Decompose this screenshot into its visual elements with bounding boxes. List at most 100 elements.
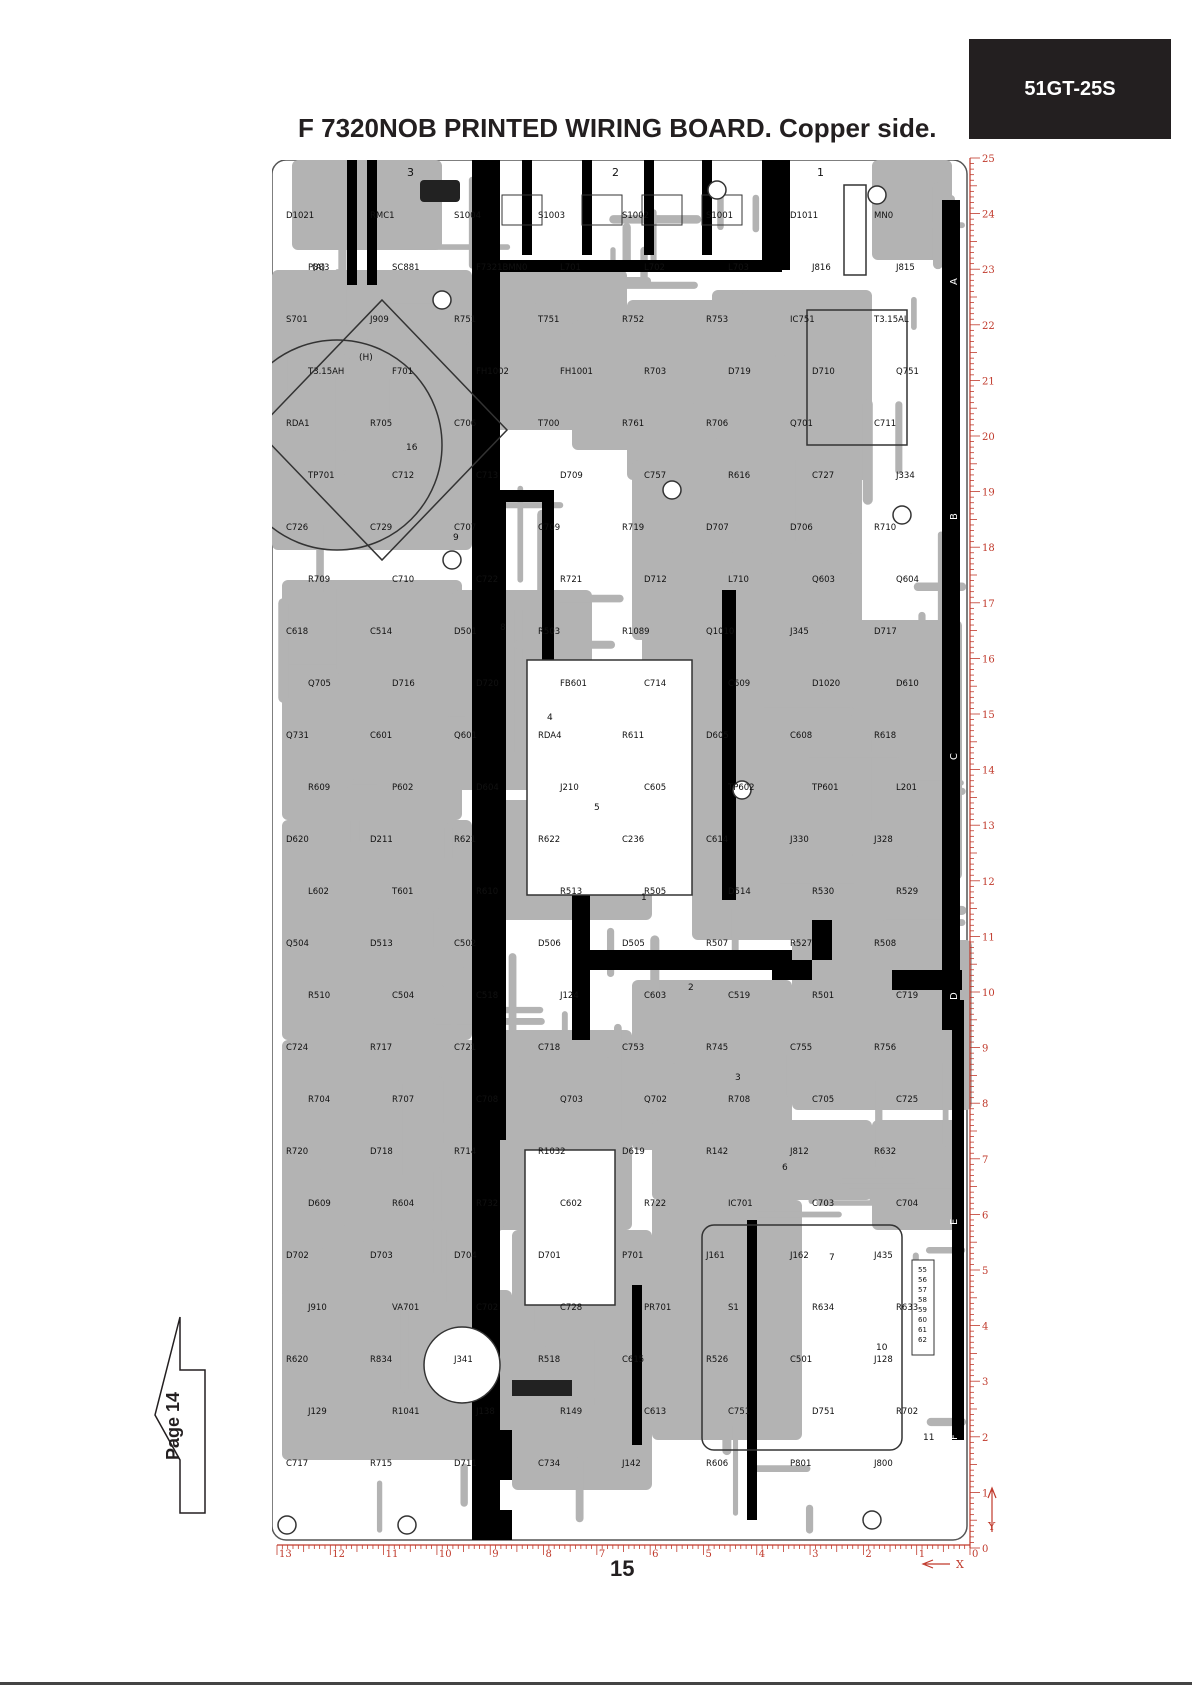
component-label-c141: Q702	[644, 1095, 667, 1105]
mounting-hole	[732, 780, 752, 800]
component-label-c198: R606	[706, 1459, 728, 1469]
component-label-c130: R717	[370, 1043, 392, 1053]
connector-pin: 62	[918, 1336, 927, 1344]
component-label-c109: R505	[644, 887, 666, 897]
component-label-c187: J138	[475, 1407, 495, 1417]
connector-pin: 58	[918, 1296, 927, 1304]
heavy-trace	[582, 160, 592, 255]
component-label-c200: J800	[873, 1459, 893, 1469]
component-label-c42: C712	[392, 471, 414, 481]
component-label-c160: C704	[896, 1199, 918, 1209]
component-label-c73: Q705	[308, 679, 331, 689]
component-label-c128: C719	[896, 991, 918, 1001]
component-label-c75: D720	[476, 679, 499, 689]
page-reference-arrow[interactable]	[145, 1315, 215, 1515]
mounting-hole	[662, 480, 682, 500]
component-label-c113: Q504	[286, 939, 309, 949]
component-label-c20: T751	[537, 315, 559, 325]
connector-pin: 59	[918, 1306, 927, 1314]
component-label-c140: Q703	[560, 1095, 583, 1105]
component-label-c9: P883	[308, 263, 329, 273]
connector-pin: 60	[918, 1316, 927, 1324]
heavy-trace	[747, 1220, 757, 1520]
component-label-c92: J210	[559, 783, 579, 793]
edge-letter: A	[949, 278, 960, 285]
component-label-c174: S1	[728, 1303, 739, 1313]
heavy-trace	[722, 590, 736, 900]
y-tick-label: 0	[982, 1544, 988, 1555]
component-label-c90: P602	[392, 783, 413, 793]
component-label-c61: D712	[644, 575, 667, 585]
component-label-c17: S701	[286, 315, 308, 325]
heavy-trace	[772, 950, 792, 980]
x-tick-label: 7	[599, 1549, 605, 1560]
component-label-c63: Q603	[812, 575, 835, 585]
component-label-c171: C702	[476, 1303, 498, 1313]
component-label-c118: R507	[706, 939, 728, 949]
heavy-trace	[702, 160, 712, 255]
component-label-c55: D706	[790, 523, 813, 533]
component-label-c188: R149	[560, 1407, 582, 1417]
component-label-c51: C707	[454, 523, 476, 533]
component-label-c114: D513	[370, 939, 393, 949]
component-label-c38: R706	[706, 419, 728, 429]
heavy-traces	[347, 160, 964, 1540]
component-label-c115: C502	[454, 939, 476, 949]
page-number: 15	[610, 1556, 635, 1581]
y-tick-label: 16	[982, 654, 995, 665]
edge-letter: E	[949, 1219, 960, 1225]
component-label-c83: Q601	[454, 731, 477, 741]
component-label-c106: T601	[391, 887, 413, 897]
component-label-c53: R719	[622, 523, 644, 533]
y-tick-label: 25	[982, 154, 995, 165]
heavy-trace	[632, 1285, 642, 1445]
component-label-c111: R530	[812, 887, 834, 897]
heavy-trace	[952, 1000, 964, 1440]
y-tick-label: 19	[982, 488, 995, 499]
component-label-c27: FH1002	[476, 367, 509, 377]
y-tick-label: 5	[982, 1266, 988, 1277]
x-tick-label: 8	[546, 1549, 552, 1560]
component-label-c129: C724	[286, 1043, 308, 1053]
component-label-c23: IC751	[790, 315, 815, 325]
component-label-c34: R705	[370, 419, 392, 429]
component-label-c156: C602	[560, 1199, 582, 1209]
misc-label: (H)	[359, 353, 373, 363]
model-label-box: 51GT-25S	[969, 39, 1171, 139]
component-label-c97: D620	[286, 835, 309, 845]
mounting-hole	[892, 505, 912, 525]
connector-pin: 57	[918, 1286, 927, 1294]
x-tick-label: 11	[386, 1549, 399, 1560]
component-label-c79: D1020	[812, 679, 840, 689]
component-label-c2: RMC1	[370, 211, 395, 221]
component-outlines	[272, 180, 935, 1535]
tact-switch	[641, 194, 683, 226]
component-label-c157: R722	[644, 1199, 666, 1209]
mounting-hole	[862, 1510, 882, 1530]
component-label-c189: C613	[644, 1407, 666, 1417]
component-label-c57: R709	[308, 575, 330, 585]
component-label-c96: L201	[896, 783, 917, 793]
component-label-c137: R704	[308, 1095, 330, 1105]
column-number: 2	[612, 166, 619, 179]
component-label-c78: C609	[728, 679, 750, 689]
page-reference-label[interactable]: Page 14	[163, 1391, 183, 1460]
component-label-c16: J815	[895, 263, 915, 273]
component-label-c32: Q751	[896, 367, 919, 377]
x-arrow	[921, 1559, 950, 1569]
heavy-trace	[812, 920, 832, 960]
copper-area	[282, 580, 462, 820]
component-label-c172: C728	[560, 1303, 582, 1313]
socket-frame	[272, 298, 509, 562]
heavy-trace	[482, 1430, 512, 1480]
component-label-c93: C605	[644, 783, 666, 793]
misc-label: 5	[594, 803, 600, 813]
component-label-c10: SC881	[392, 263, 420, 273]
component-label-c71: J345	[789, 627, 809, 637]
heavy-trace	[892, 970, 962, 990]
y-tick-label: 10	[982, 988, 995, 999]
component-label-c28: FH1001	[560, 367, 593, 377]
